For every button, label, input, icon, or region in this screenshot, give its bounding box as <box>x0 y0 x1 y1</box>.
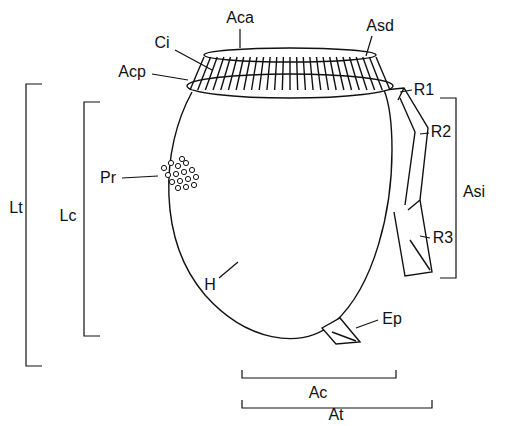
protoplasm-dot <box>165 172 170 177</box>
dimension-label: At <box>328 407 343 423</box>
lorica-body <box>169 48 432 344</box>
cilium <box>221 57 231 90</box>
cilium <box>275 57 277 90</box>
cilium <box>205 57 217 90</box>
cilium <box>310 57 313 90</box>
cilium <box>336 57 344 90</box>
part-label: Acp <box>118 64 146 80</box>
cilium <box>252 57 257 90</box>
cilium <box>198 57 211 90</box>
protoplasm-dot <box>185 176 190 181</box>
cilium <box>343 57 352 90</box>
protoplasm-dot <box>175 163 180 168</box>
protoplasm-dot <box>177 178 182 183</box>
cilium <box>236 57 244 90</box>
protoplasm-dot <box>193 174 198 179</box>
cilium <box>282 57 283 90</box>
cilium <box>363 57 375 90</box>
part-label: H <box>204 277 216 293</box>
protoplasm-dot <box>189 167 194 172</box>
dimension-label: Asi <box>463 184 485 200</box>
leader-lines <box>26 29 456 408</box>
protoplasm-dot <box>175 185 180 190</box>
cilium <box>376 57 390 90</box>
cilium <box>330 57 336 90</box>
cilium <box>323 57 328 90</box>
rib-label: R1 <box>414 82 434 98</box>
dimension-label: Ac <box>309 385 328 401</box>
protoplasm-dot <box>179 156 184 161</box>
protoplasm-dot <box>191 182 196 187</box>
protoplasm-dot <box>161 165 166 170</box>
cilium <box>267 57 270 90</box>
cilium <box>297 57 298 90</box>
part-label: Aca <box>226 10 254 26</box>
protoplasm-dot <box>168 160 173 165</box>
cilium <box>369 57 382 90</box>
part-label: Ep <box>382 311 402 327</box>
part-label: Asd <box>366 18 394 34</box>
protoplasm-dots <box>161 156 198 190</box>
protoplasm-dot <box>183 184 188 189</box>
cilium <box>356 57 367 90</box>
cilium <box>244 57 250 90</box>
cilium <box>316 57 320 90</box>
cilium <box>303 57 305 90</box>
cilium <box>289 57 290 90</box>
dimension-label: Lc <box>60 208 77 224</box>
dimension-label: Lt <box>9 200 22 216</box>
protoplasm-dot <box>181 169 186 174</box>
protoplasm-dot <box>173 171 178 176</box>
part-label: Ci <box>154 35 169 51</box>
rib-label: R3 <box>433 230 453 246</box>
cilium <box>228 57 237 90</box>
cilium <box>259 57 263 90</box>
part-label: Pr <box>100 170 116 186</box>
protoplasm-dot <box>169 179 174 184</box>
rib-label: R2 <box>431 124 451 140</box>
